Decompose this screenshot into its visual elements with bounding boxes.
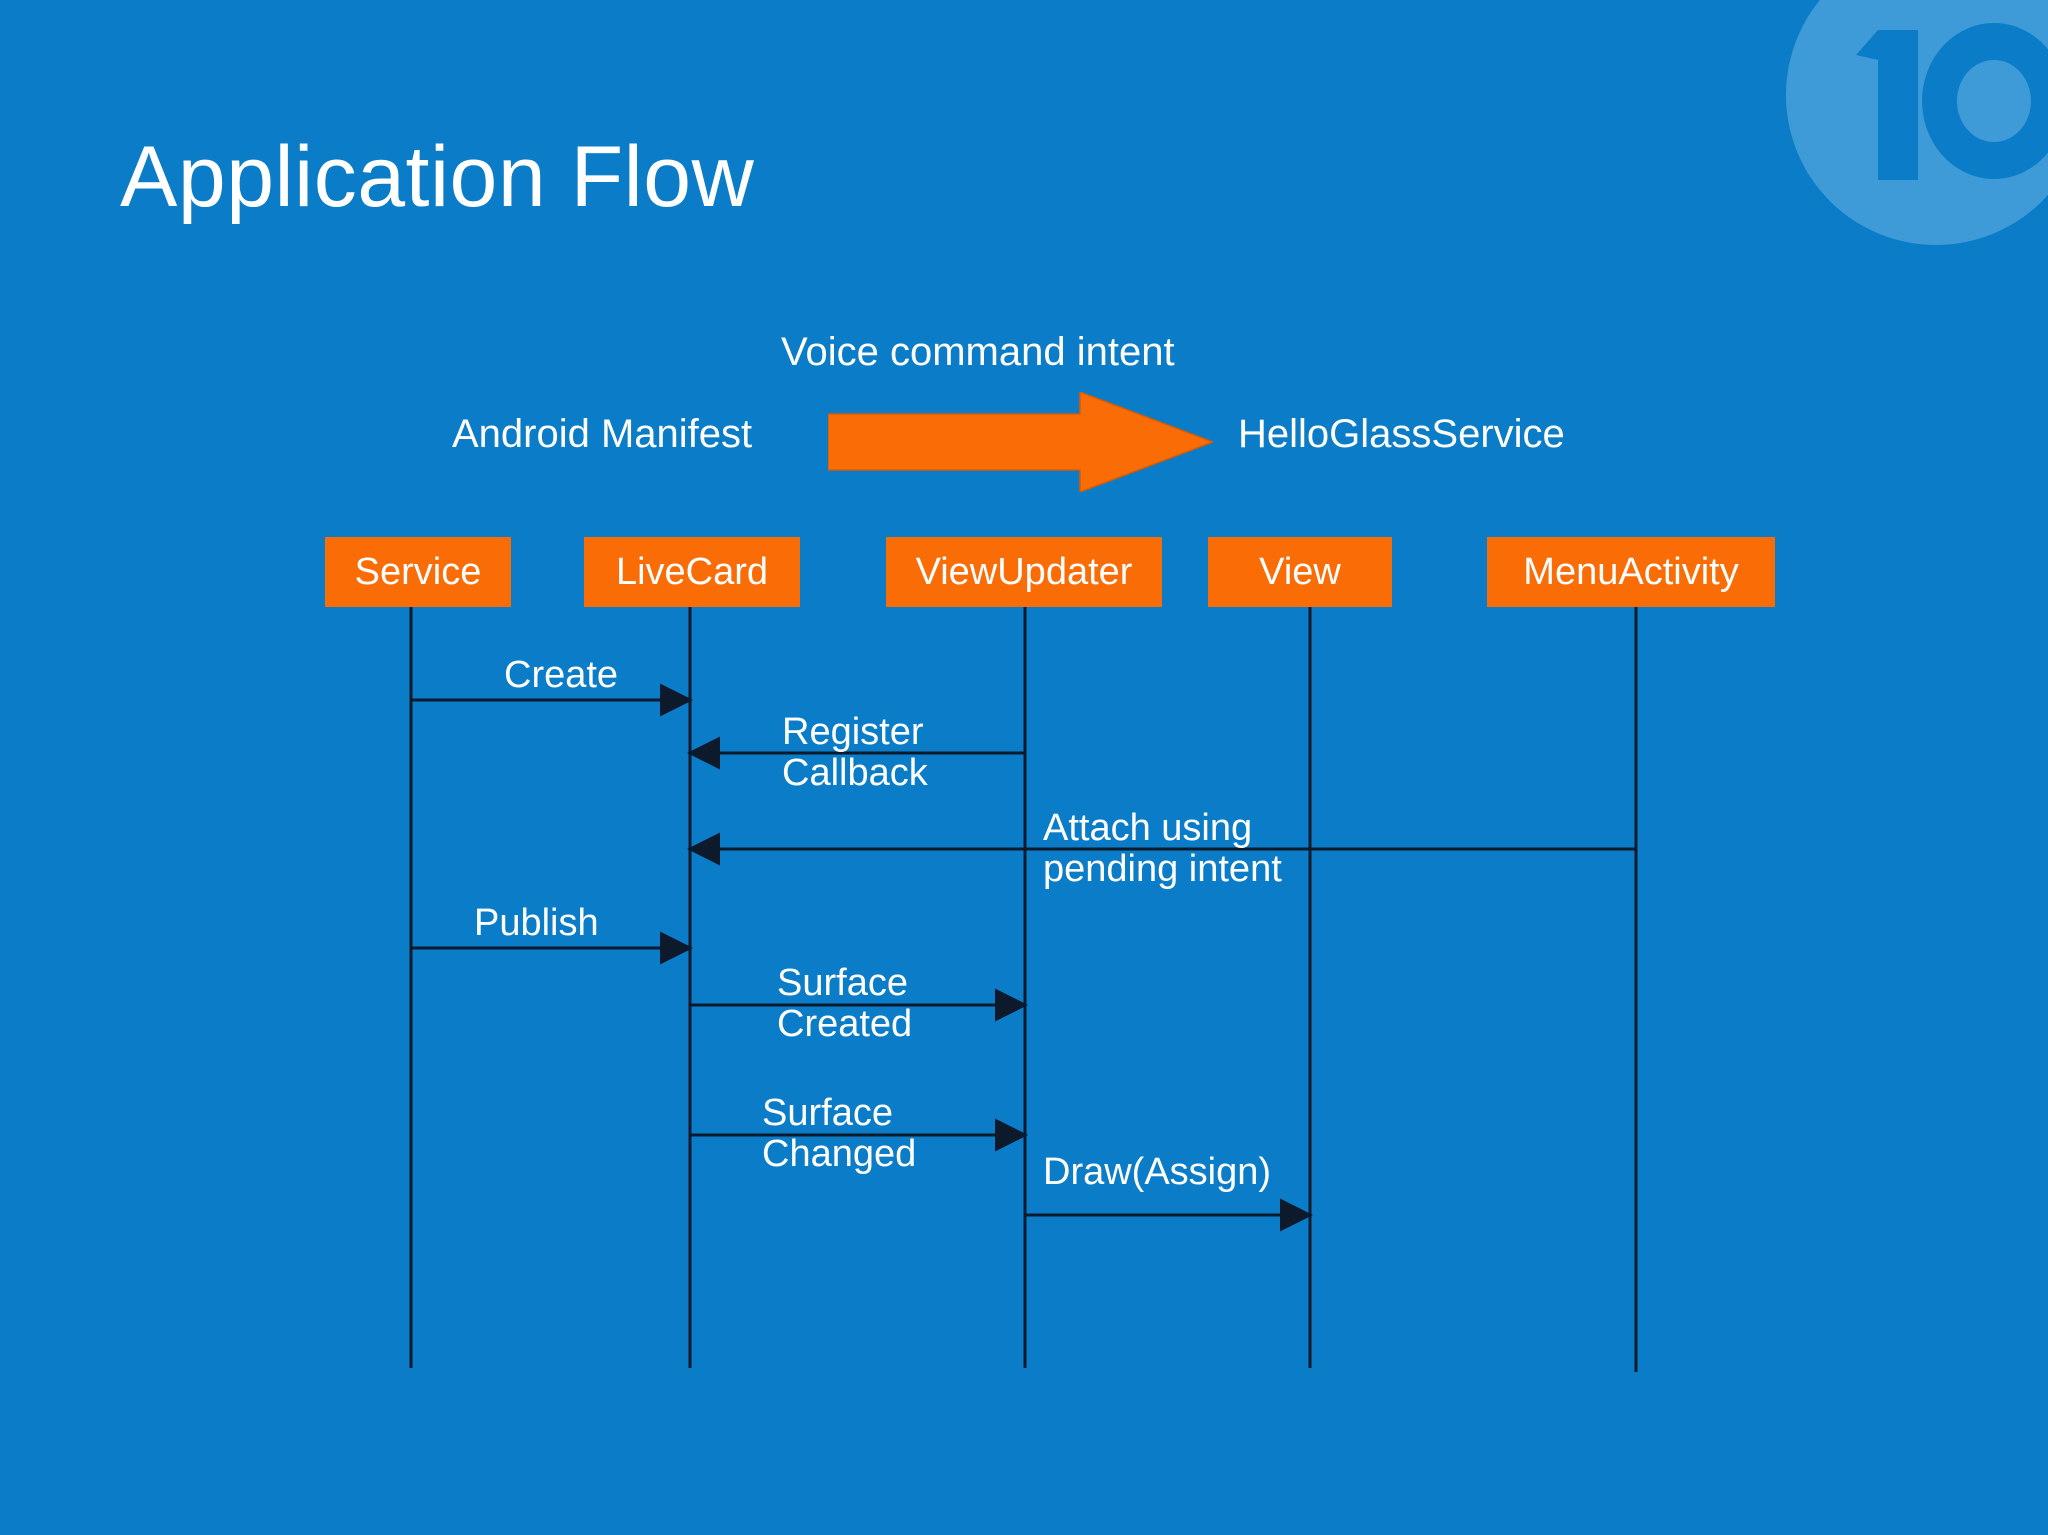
android-manifest-label: Android Manifest (452, 412, 753, 456)
lane-header-view[interactable]: View (1208, 537, 1392, 607)
lane-header-service[interactable]: Service (325, 537, 511, 607)
lane-header-menuactivity[interactable]: MenuActivity (1487, 537, 1775, 607)
voice-command-caption: Voice command intent (781, 330, 1175, 374)
lane-header-livecard[interactable]: LiveCard (584, 537, 800, 607)
lane-header-viewupdater[interactable]: ViewUpdater (886, 537, 1162, 607)
helloglassservice-label: HelloGlassService (1238, 412, 1565, 456)
right-arrow-icon (828, 392, 1213, 492)
page-title: Application Flow (120, 129, 755, 225)
